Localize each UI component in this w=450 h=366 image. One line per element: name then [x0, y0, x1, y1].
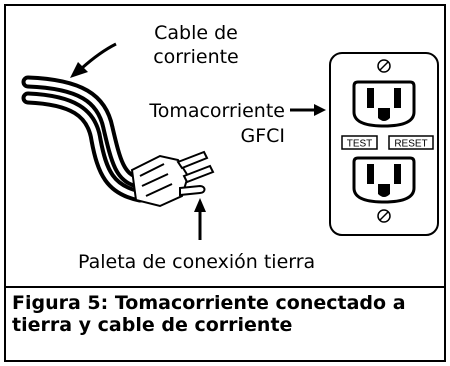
reset-label: RESET: [394, 139, 427, 150]
receptacle-upper: [352, 80, 416, 128]
ground-prong: [179, 184, 206, 197]
caption-divider: [6, 286, 444, 288]
outlet-arrow: [290, 104, 326, 116]
reset-button[interactable]: RESET: [388, 135, 434, 150]
gfci-outlet: TEST RESET: [329, 52, 439, 236]
caption-line-1: Figura 5: Tomacorriente conectado a: [12, 292, 406, 314]
figure-caption: Figura 5: Tomacorriente conectado a tier…: [12, 292, 442, 336]
cord-arrow: [70, 42, 117, 78]
receptacle-lower: [352, 156, 416, 204]
cord-label-line-1: Cable de: [154, 22, 238, 44]
ground-prong-label: Paleta de conexión tierra: [78, 251, 315, 273]
cord-label-line-2: corriente: [153, 46, 239, 68]
test-button[interactable]: TEST: [341, 135, 378, 150]
power-cord: [21, 75, 147, 203]
outlet-label-line-1: Tomacorriente: [148, 100, 285, 122]
test-label: TEST: [347, 139, 373, 150]
ground-arrow: [194, 198, 206, 240]
plug: [130, 150, 215, 208]
caption-line-2: tierra y cable de corriente: [12, 314, 293, 336]
outlet-label-line-2: GFCI: [240, 125, 285, 147]
